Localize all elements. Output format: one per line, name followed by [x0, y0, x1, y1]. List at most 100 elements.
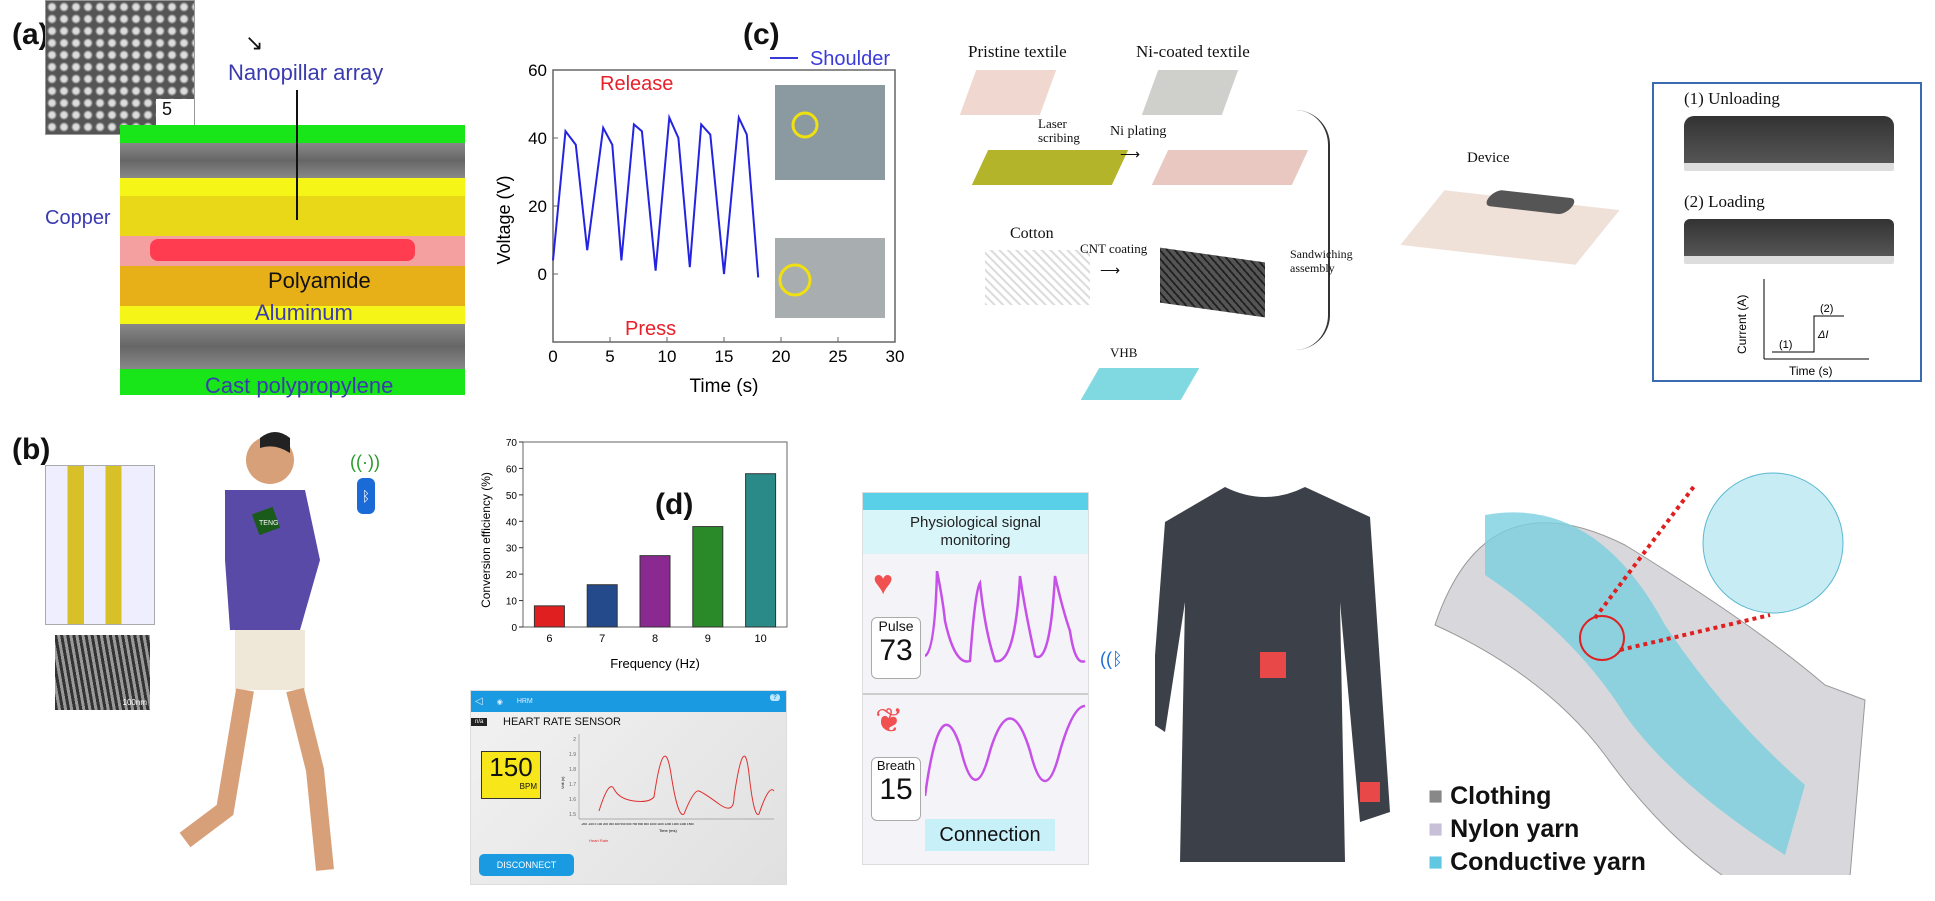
- y-tick-label: 60: [506, 464, 518, 475]
- assembly-bracket: [1295, 110, 1330, 350]
- bar-8hz: [639, 555, 671, 628]
- app-name: HRM: [516, 698, 533, 705]
- x-axis-label: Frequency (Hz): [610, 656, 700, 671]
- bar-10hz: [745, 473, 777, 628]
- delta-i: ΔI: [1817, 329, 1828, 341]
- hr-x-ticks: -200 -100 0 100 200 300 400 500 600 700 …: [581, 822, 694, 826]
- layer-stack-diagram: [120, 125, 465, 405]
- back-icon[interactable]: ◁: [475, 696, 483, 707]
- panel-label-a: (a): [12, 18, 49, 51]
- highlight-circle: [778, 263, 812, 297]
- hr-line: [598, 755, 775, 815]
- label-ni-coated-textile: Ni-coated textile: [1136, 42, 1250, 61]
- y-axis-label: Conversion efficiency (%): [479, 472, 493, 608]
- cube-icon: ■: [1428, 848, 1444, 876]
- efficiency-bar-chart: Conversion efficiency (%) Frequency (Hz)…: [479, 438, 788, 671]
- app-title: Physiological signal monitoring: [863, 510, 1088, 554]
- hr-legend: Heart Rate: [589, 838, 609, 843]
- label-unloading: (1) Unloading: [1684, 89, 1780, 108]
- sem-scale-label: 100nm: [122, 698, 147, 707]
- runner-illustration: TENG: [179, 432, 334, 871]
- help-button[interactable]: ?: [769, 694, 780, 701]
- heart-icon: ♥: [873, 564, 894, 602]
- material-legend: ■ Clothing ■ Nylon yarn ■ Conductive yar…: [1428, 780, 1646, 879]
- bluetooth-icon: ᛒ: [357, 478, 375, 514]
- y-tick-label: 40: [506, 517, 518, 528]
- bar-6hz: [533, 605, 565, 628]
- current-step-plot: Current (A) Time (s) (1) (2) ΔI: [1735, 279, 1869, 378]
- label-aluminum: Aluminum: [255, 300, 353, 325]
- x-tick-label: 20: [772, 347, 791, 366]
- shirt-image: [1155, 487, 1390, 862]
- pulse-box: Pulse 73: [871, 617, 921, 679]
- bpm-unit: BPM: [519, 782, 537, 791]
- hr-y-tick: 1.5: [569, 812, 576, 818]
- x-tick-label: 9: [705, 633, 711, 645]
- x-tick-label: 25: [829, 347, 848, 366]
- y-tick-label: 40: [528, 129, 547, 148]
- laser-scribed-textile: [971, 150, 1129, 185]
- lungs-icon: ❦: [875, 702, 904, 740]
- sem-image-teng: 100nm: [55, 635, 150, 710]
- label-vhb: VHB: [1110, 345, 1138, 360]
- x-tick-label: 15: [715, 347, 734, 366]
- panel-label-b: (b): [12, 433, 51, 466]
- unloading-image: [1684, 116, 1894, 171]
- release-label: Release: [600, 73, 673, 95]
- highlight-circle: [791, 111, 819, 139]
- y-axis-label: Voltage (V): [494, 175, 514, 264]
- y-tick-label: 0: [538, 265, 547, 284]
- label-pristine-textile: Pristine textile: [968, 42, 1067, 61]
- x-tick-label: 10: [658, 347, 677, 366]
- label-cotton: Cotton: [1010, 225, 1054, 242]
- y-tick-label: 30: [506, 544, 518, 555]
- state-1: (1): [1779, 339, 1792, 351]
- xlabel: Time (s): [1789, 364, 1833, 378]
- panel-label-c: (c): [743, 18, 780, 51]
- arrow-icon: ↘: [245, 30, 264, 55]
- label-device: Device: [1467, 150, 1510, 166]
- photo-release: [775, 85, 885, 180]
- monitoring-app-screen: Physiological signal monitoring ♥ Pulse …: [862, 492, 1089, 865]
- legend-item-clothing: ■ Clothing: [1428, 782, 1552, 810]
- pulse-label: Pulse: [878, 618, 914, 634]
- bpm-display: 150 BPM: [481, 751, 541, 799]
- label-cnt-coating: CNT coating: [1080, 241, 1148, 256]
- y-tick-label: 0: [511, 623, 517, 634]
- y-tick-label: 50: [506, 491, 518, 502]
- cotton-image: [985, 250, 1090, 305]
- label-nanopillar-array: Nanopillar array: [228, 60, 384, 85]
- hr-y-tick: 1.8: [569, 767, 576, 773]
- hr-y-tick: 1.9: [569, 752, 576, 758]
- connection-button[interactable]: Connection: [925, 819, 1055, 851]
- arrow-icon: ⟶: [1100, 262, 1121, 278]
- x-tick-label: 5: [605, 347, 614, 366]
- x-tick-label: 30: [886, 347, 905, 366]
- breath-value: 15: [879, 773, 913, 806]
- loading-image: [1684, 219, 1894, 264]
- cube-icon: ■: [1428, 815, 1444, 843]
- bpm-value: 150: [489, 752, 533, 782]
- x-axis-label: Time (s): [690, 376, 759, 397]
- pulse-value: 73: [879, 634, 913, 667]
- label-polyamide: Polyamide: [268, 268, 371, 293]
- wireless-signal-icon: ((·)): [350, 452, 380, 472]
- divider: [863, 693, 1088, 695]
- sensor-title: HEART RATE SENSOR: [503, 716, 621, 728]
- label-copper: Copper: [45, 207, 111, 229]
- press-label: Press: [625, 318, 676, 340]
- label-loading: (2) Loading: [1684, 192, 1765, 211]
- y-tick-label: 70: [506, 438, 518, 449]
- x-tick-label: 6: [546, 633, 552, 645]
- bar-7hz: [586, 584, 618, 628]
- pristine-textile-image: [959, 70, 1057, 115]
- state-2: (2): [1820, 303, 1833, 315]
- teng-badge: TENG: [259, 520, 278, 527]
- x-tick-label: 10: [754, 633, 766, 645]
- ylabel: Current (A): [1735, 295, 1749, 354]
- label-sandwiching-assembly: Sandwiching assembly: [1290, 247, 1353, 275]
- hr-y-tick: 2: [573, 737, 576, 743]
- bluetooth-signal-icon: ((ᛒ: [1100, 649, 1123, 669]
- disconnect-button[interactable]: DISCONNECT: [479, 854, 574, 876]
- vhb-image: [1080, 368, 1200, 400]
